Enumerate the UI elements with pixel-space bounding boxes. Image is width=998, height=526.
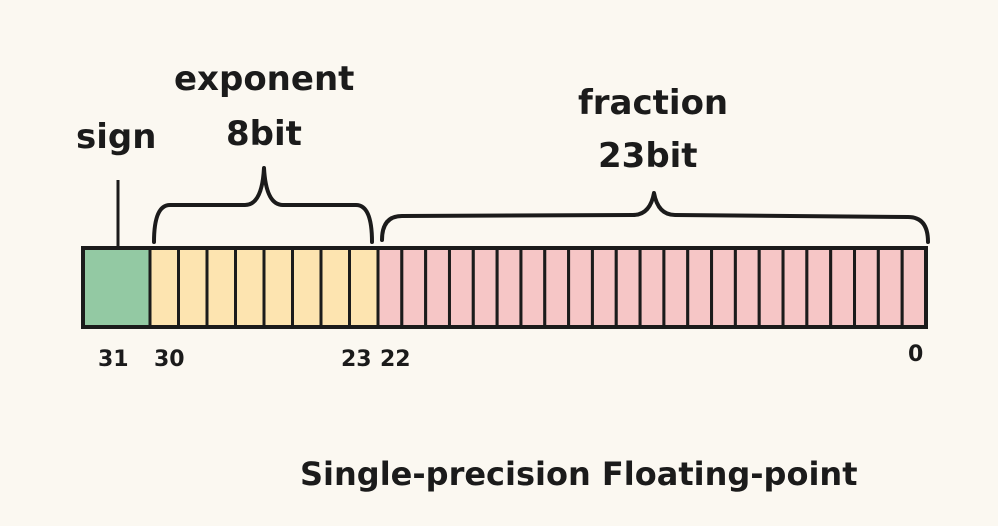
fraction-bit-cell [447, 246, 475, 329]
exponent-bit-cell [319, 246, 351, 329]
fraction-brace [380, 191, 930, 244]
exponent-bit-cell [291, 246, 323, 329]
sign-label: sign [76, 117, 157, 157]
fraction-bit-cell [900, 246, 928, 329]
fraction-bit-cell [662, 246, 690, 329]
fraction-bit-cell [710, 246, 737, 329]
diagram-title: Single-precision Floating-point [300, 455, 858, 493]
fraction-bit-cell [686, 246, 714, 329]
bit-cells [81, 246, 928, 329]
fraction-bit-cell [590, 246, 618, 329]
fraction-bit-cell [400, 246, 428, 329]
bit-index-0: 0 [908, 342, 924, 367]
fraction-bit-cell [471, 246, 499, 329]
fraction-bit-cell [781, 246, 809, 329]
fraction-bit-cell [424, 246, 451, 329]
exponent-bit-cell [234, 246, 266, 329]
fraction-bit-cell [757, 246, 785, 329]
fraction-bit-cell [805, 246, 833, 329]
fraction-bit-cell [876, 246, 904, 329]
fraction-bit-cell [829, 246, 857, 329]
register-outline [81, 246, 928, 329]
fraction-width-label: 23bit [598, 136, 698, 176]
exponent-bit-cell [262, 246, 294, 329]
fraction-bit-cell [733, 246, 761, 329]
bit-index-31: 31 [98, 347, 129, 372]
bit-index-22: 22 [380, 347, 411, 372]
exponent-bit-cell [148, 246, 180, 329]
fraction-label: fraction [578, 83, 729, 123]
fraction-bit-cell [376, 246, 404, 329]
exponent-bit-cell [205, 246, 237, 329]
fraction-bit-cell [567, 246, 594, 329]
fraction-bit-cell [638, 246, 666, 329]
fraction-bit-cell [614, 246, 642, 329]
bit-index-23: 23 [341, 347, 372, 372]
sign-bit-cell [81, 246, 152, 329]
exponent-label: exponent [174, 59, 355, 99]
exponent-brace [152, 166, 374, 244]
fraction-bit-cell [543, 246, 571, 329]
exponent-bit-cell [177, 246, 209, 329]
exponent-bit-cell [348, 246, 380, 329]
bit-index-30: 30 [154, 347, 185, 372]
fraction-bit-cell [519, 246, 547, 329]
exponent-width-label: 8bit [226, 114, 302, 154]
fraction-bit-cell [495, 246, 523, 329]
fraction-bit-cell [853, 246, 880, 329]
